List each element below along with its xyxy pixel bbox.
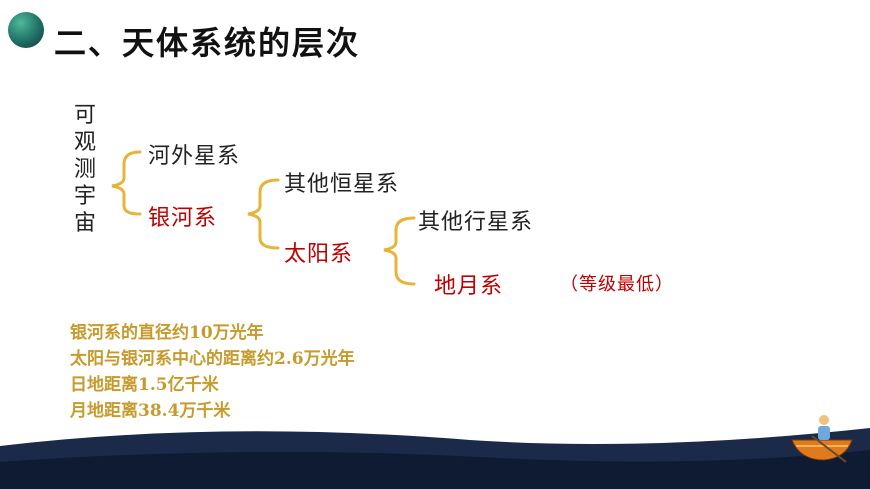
node-other-planetary: 其他行星系 bbox=[418, 210, 534, 235]
page-title: 二、天体系统的层次 bbox=[54, 24, 361, 62]
note-lowest-level: （等级最低） bbox=[560, 274, 674, 295]
node-earth-moon: 地月系 bbox=[434, 274, 504, 299]
bracket-milky-way bbox=[247, 178, 280, 250]
root-label-vertical: 可观测宇宙 bbox=[73, 103, 96, 236]
fact-item: 日地距离1.5亿千米 bbox=[70, 375, 219, 395]
node-milky-way-outer: 河外星系 bbox=[148, 144, 241, 169]
bracket-root bbox=[111, 150, 142, 216]
fact-item: 银河系的直径约10万光年 bbox=[70, 323, 264, 343]
node-milky-way: 银河系 bbox=[148, 206, 218, 231]
fact-item: 太阳与银河系中心的距离约2.6万光年 bbox=[70, 349, 355, 369]
bracket-solar-system bbox=[383, 216, 416, 286]
node-solar-system: 太阳系 bbox=[284, 242, 354, 267]
node-other-stellar: 其他恒星系 bbox=[284, 172, 400, 197]
title-bullet-icon bbox=[8, 12, 44, 48]
person-icon bbox=[811, 415, 847, 463]
fact-item: 月地距离38.4万千米 bbox=[70, 401, 231, 421]
facts-list: 银河系的直径约10万光年 太阳与银河系中心的距离约2.6万光年 日地距离1.5亿… bbox=[70, 320, 355, 424]
